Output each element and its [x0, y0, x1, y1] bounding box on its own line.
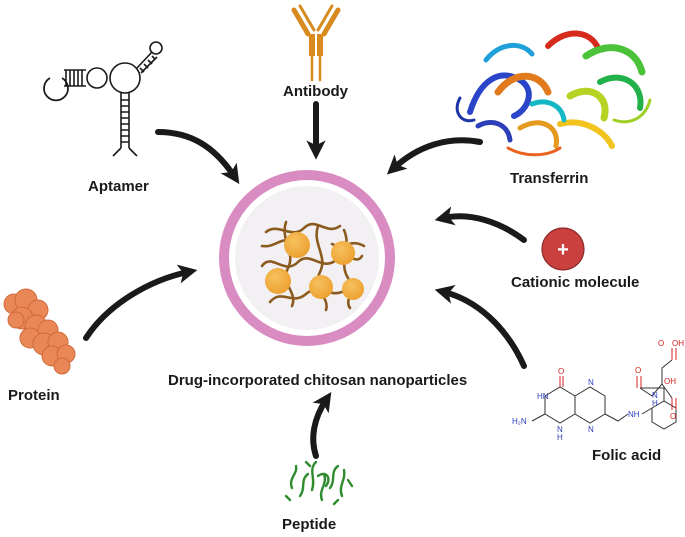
atom-label: N [652, 391, 658, 400]
atom-label: O [658, 339, 664, 348]
protein-blob-icon [3, 288, 76, 375]
arrows [83, 101, 527, 459]
label-cationic-molecule: Cationic molecule [511, 274, 640, 291]
antibody-y-icon [291, 4, 341, 82]
molecule-structure-icon [531, 348, 677, 430]
drug-particle [309, 275, 333, 299]
plus-circle-icon: + [541, 227, 585, 271]
arrow-from-folic-acid [434, 285, 527, 369]
label-center-nanoparticles: Drug-incorporated chitosan nanoparticles [168, 372, 468, 389]
atom-label: HN [537, 392, 549, 401]
arrow-from-cationic [434, 206, 527, 243]
drug-particle [284, 232, 310, 258]
cationic-symbol: + [557, 239, 569, 261]
atom-label: H [557, 433, 563, 442]
label-peptide: Peptide [282, 516, 337, 533]
aptamer-hairpin-icon [43, 41, 163, 157]
atom-label: O [635, 366, 641, 375]
atom-label: N [588, 425, 594, 434]
drug-particle [265, 268, 291, 294]
drug-particle [342, 278, 364, 300]
atom-label: NH [628, 410, 640, 419]
atom-label: H₂N [512, 417, 527, 426]
drug-particles [265, 232, 364, 300]
arrow-from-protein [83, 264, 198, 341]
atom-label: OH [664, 377, 676, 386]
label-protein: Protein [8, 387, 60, 404]
arrow-from-peptide [310, 392, 332, 459]
folic-acid-atoms: O HN N N N H H₂N NH O N H O OH OH O [512, 339, 684, 442]
protein-ribbon-icon [455, 30, 652, 157]
atom-label: O [670, 412, 676, 421]
peptide-strands-icon [284, 460, 354, 506]
atom-label: OH [672, 339, 684, 348]
label-antibody: Antibody [283, 83, 348, 100]
atom-label: O [558, 367, 564, 376]
label-aptamer: Aptamer [88, 178, 149, 195]
label-transferrin: Transferrin [510, 170, 589, 187]
drug-particle [331, 241, 355, 265]
atom-label: N [557, 425, 563, 434]
atom-label: N [588, 378, 594, 387]
chitosan-nanoparticle [219, 170, 395, 346]
arrow-from-aptamer [155, 129, 240, 184]
arrow-from-transferrin [386, 137, 483, 175]
label-folic-acid: Folic acid [592, 447, 662, 464]
atom-label: H [652, 399, 658, 408]
